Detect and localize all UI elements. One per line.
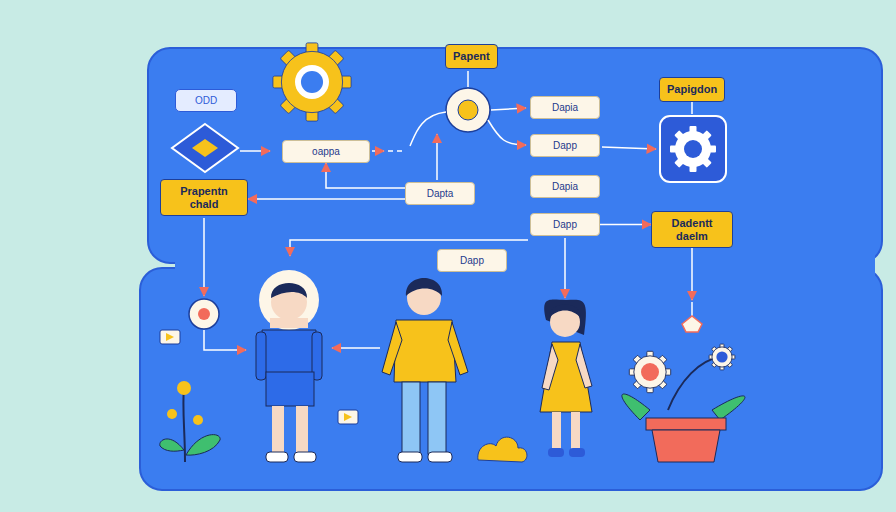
node-text: Dapp <box>446 255 498 266</box>
process-box: oappa <box>282 140 370 163</box>
plant <box>622 344 745 462</box>
header-box: Papigdon <box>659 77 725 102</box>
person-figure <box>382 278 468 462</box>
gear-icon <box>273 43 351 121</box>
node-text: Papent <box>453 50 490 63</box>
header-box: Papent <box>445 44 498 69</box>
flow-line <box>204 71 692 350</box>
connector <box>248 198 405 200</box>
process-box: Dapia <box>530 175 600 198</box>
diamond-icon <box>172 124 238 172</box>
node-text: Prapentn chald <box>168 185 240 210</box>
panel <box>140 48 882 490</box>
node-text: Dapia <box>539 102 591 113</box>
node-text: Dadentt daelm <box>659 217 725 242</box>
process-box: Dapp <box>530 213 600 236</box>
cloud-shape <box>478 437 527 462</box>
tag-box: ODD <box>175 89 237 112</box>
person-figure <box>540 300 592 457</box>
process-box: Dapta <box>405 182 475 205</box>
node-text: Dapia <box>539 181 591 192</box>
header-box: Dadentt daelm <box>651 211 733 248</box>
node-text: Dapp <box>539 219 591 230</box>
node-text: ODD <box>184 95 228 106</box>
process-box: Dapia <box>530 96 600 119</box>
node-text: Dapp <box>539 140 591 151</box>
header-box: Prapentn chald <box>160 179 248 216</box>
node-circle <box>189 299 219 329</box>
process-box: Dapp <box>530 134 600 157</box>
connector <box>600 224 651 226</box>
node-circle <box>446 88 490 132</box>
gear-icon <box>660 116 726 182</box>
person-figure <box>256 270 322 462</box>
node-text: Dapta <box>414 188 466 199</box>
plant <box>160 381 220 462</box>
connector <box>326 163 405 188</box>
node-text: oappa <box>291 146 361 157</box>
node-text: Papigdon <box>667 83 717 96</box>
process-box: Dapp <box>437 249 507 272</box>
